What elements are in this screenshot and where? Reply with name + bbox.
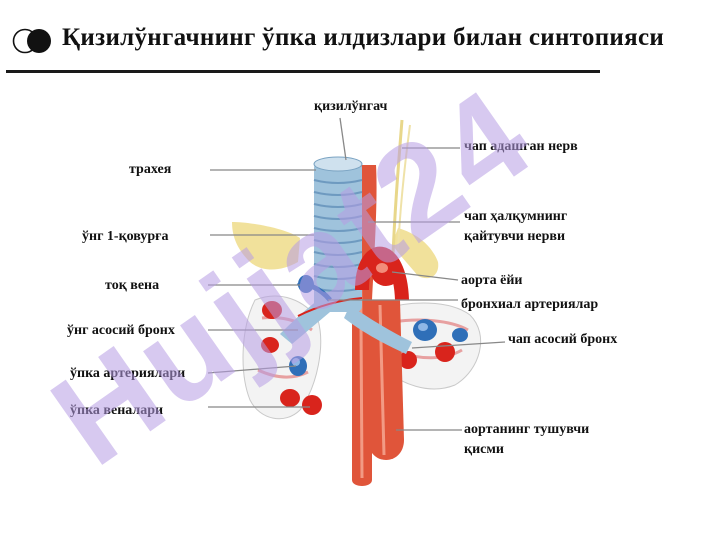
leader-lines [207, 117, 506, 431]
right-main-bronchus [280, 300, 330, 344]
left-lung-hilum [379, 302, 482, 390]
left-main-bronchus [344, 305, 412, 354]
label-azygos-vein: тоқ вена [105, 278, 160, 293]
title-row: Қизилўнгачнинг ўпка илдизлари билан синт… [12, 24, 712, 60]
trachea [313, 156, 363, 312]
title-underline [6, 70, 600, 73]
label-bronchial-arteries: бронхиал артериялар [461, 297, 599, 312]
label-right-first-rib: ўнг 1-қовурға [82, 229, 169, 244]
anatomy-illustration [207, 117, 506, 486]
label-descending-aorta-line2: қисми [464, 442, 504, 457]
left-rib [392, 228, 439, 279]
right-rib [232, 222, 300, 270]
label-pulmonary-arteries: ўпка артериялари [70, 366, 186, 381]
label-aortic-arch: аорта ёйи [461, 273, 523, 288]
bronchial-arteries [297, 297, 363, 317]
aortic-arch [355, 246, 409, 301]
label-left-main-bronchus: чап асосий бронх [508, 332, 618, 347]
label-left-recurrent-nerve-line2: қайтувчи нерви [464, 229, 566, 244]
label-trachea: трахея [129, 162, 172, 177]
label-right-main-bronchus: ўнг асосий бронх [67, 323, 175, 338]
label-left-recurrent-nerve-line1: чап ҳалқумнинг [464, 209, 568, 224]
label-descending-aorta-line1: аортанинг тушувчи [464, 422, 590, 437]
label-esophagus: қизилўнгач [314, 99, 388, 114]
label-left-vagus-nerve: чап адашган нерв [464, 139, 578, 154]
bullet-icon [12, 28, 51, 54]
page-title: Қизилўнгачнинг ўпка илдизлари билан синт… [62, 24, 665, 51]
label-pulmonary-veins: ўпка веналари [70, 403, 164, 418]
